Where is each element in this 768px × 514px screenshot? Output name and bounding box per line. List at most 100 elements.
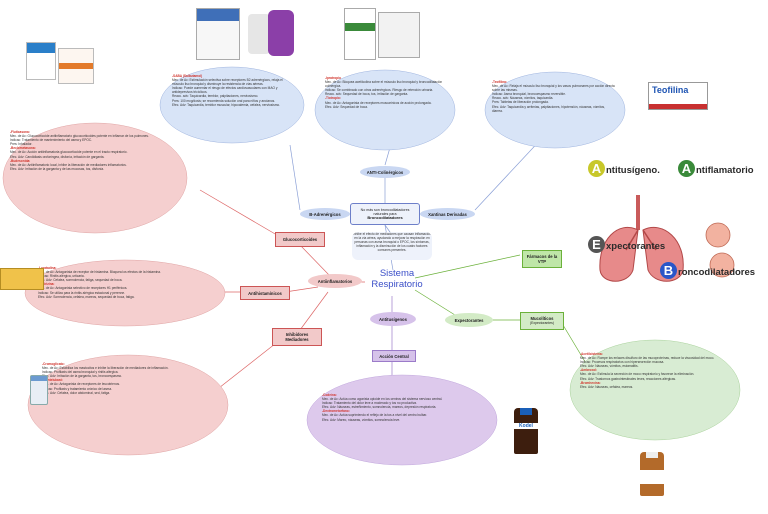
line-xant-teo [474, 134, 546, 211]
bubble-line: Indicac: Se utiliza para la rinitis alér… [38, 290, 125, 295]
bubble-line: Efec. Adv: Trastornos gastrointestinales… [580, 376, 677, 381]
farmacos-label: Fármacos de la [526, 254, 558, 259]
bubble-line: Mec. de Ac: Relaja el músculo liso bronq… [492, 84, 615, 93]
bubble-line: Mec. de Ac: Antagonista selectivo de rec… [38, 286, 128, 291]
inhibidores-node[interactable]: Inhibidores Mediadores [272, 328, 322, 346]
bubble-line: Mec. de Ac: Acción antiinflamatoria gluc… [10, 150, 128, 155]
bubble-loratadina-text: -Loratadina: Mec. de Ac: Antagonista de … [38, 266, 216, 322]
bubble-line: Indicac: Se combinado con otros adrenérg… [325, 88, 434, 93]
loratadina-box [0, 268, 44, 290]
product-box-a [26, 42, 56, 80]
inhibidores-label: Mediadores [285, 337, 309, 342]
anti-colinergicos-node[interactable]: ANTI-Colinérgicos [360, 166, 410, 178]
broncodilatadores-line: naturales para [373, 211, 397, 216]
bubble-line: -Budesonida: [10, 158, 31, 163]
broncodilatadores-node[interactable]: No más son broncodilatadores naturales p… [350, 203, 420, 225]
bubble-line: Indicac: Rinitis alérgica, urticaria. [38, 274, 85, 279]
broncodilatadores-line: No más son broncodilatadores [360, 207, 410, 212]
mucoliticos-label: (Expectorantes) [530, 321, 554, 325]
antihistaminicos-node[interactable]: Antihistamínicos [240, 286, 290, 300]
b-adrenergicos-node[interactable]: B-Adrenérgicos [300, 208, 350, 220]
line-inhib-mont [209, 339, 281, 396]
bubble-ipratropio-head: -Ipratropio [325, 76, 341, 80]
bubble-ipratropio-text: -Ipratropio Mec. de Ac: Bloquea acetilco… [325, 76, 443, 140]
bubble-line: -Bromhexina: [580, 380, 601, 385]
bubble-teofilina-text: -Teofilina: Mec. de Ac: Relaja el múscul… [492, 80, 616, 138]
keyword-antiflamatorio-cap: A [678, 160, 695, 177]
bubble-line: Efec. Adv: Náuseas, estreñimiento, somno… [322, 405, 437, 410]
bubble-line: Efec. Adv: Irritación de la garganta, to… [42, 374, 123, 379]
bubble-line: -Dextrometorfano: [322, 409, 350, 414]
bubble-line: Efec. Adv: Cefalea, somnolencia, fatiga,… [38, 278, 123, 283]
bubble-loratadina [24, 259, 226, 327]
bubble-line: Efec. Adv: Candidiasis orofaríngea, disf… [10, 154, 105, 159]
bubble-line: Efec. Adv: Irritación de la garganta y d… [10, 166, 105, 171]
bubble-fluticasona-head: -Fluticasona: [10, 130, 30, 134]
line-gluco-flut [199, 189, 283, 239]
expectorantes-node[interactable]: Expectorantes [445, 313, 493, 327]
bubble-codeina [306, 374, 498, 466]
bubble-acetilcisteina [569, 339, 741, 441]
bubble-line: Indicac: Profilaxis del asma bronquial y… [42, 370, 119, 375]
farmacos-node[interactable]: Fármacos de la VTP [522, 250, 562, 268]
glucocorticoides-node[interactable]: Glucocorticoides [275, 232, 325, 247]
bubble-line: -Beclometasona: [10, 146, 36, 151]
bubble-line: -Ambroxol: [580, 368, 597, 373]
bubble-acetilcisteina-text: -Acetilcisteína: Mec. de Ac: Rompe los e… [580, 352, 730, 432]
bubble-line: Mec. de Ac: Antiinflamatorio local, inhi… [10, 162, 127, 167]
bubble-line: Indicac: Asma bronquial, broncoespasmo r… [492, 92, 566, 97]
bubble-line: Mec. de Ac: Actúa suprimiendo el reflejo… [322, 413, 428, 418]
product-box-e [378, 12, 420, 58]
bubble-teofilina [484, 71, 626, 149]
broncodilatadores-note: Inhibe el efecto de mediadores que causa… [352, 232, 432, 260]
bubble-line: Efec. Adv: Sequedad de boca. [325, 104, 368, 109]
keyword-antitusigeno-cap: A [588, 160, 605, 177]
bronchi-detail [705, 222, 735, 278]
broncodilatadores-label: Broncodilatadores [367, 215, 403, 221]
bubble-teofilina-head: -Teofilina: [492, 80, 507, 84]
inhaler-b [268, 10, 294, 56]
bubble-line: Mec. de Ac: Glucocorticoide antiinflamat… [10, 134, 149, 139]
bubble-line: -Cetirizina: [38, 282, 55, 287]
bubble-codeina-head: -Codeína: [322, 393, 337, 397]
bubble-line: Efec. Adv: Taquicardia, temblor muscular… [172, 102, 281, 107]
bubble-line: Mec. de Ac: Actúa como agonista opioide … [322, 397, 443, 402]
teofilina-brand: Teofilina [652, 85, 689, 95]
bubble-line: -Montelukast: [42, 378, 63, 383]
keyword-expectorantes-cap: E [588, 236, 605, 253]
antitusigenos-node[interactable]: Antitusígenos [370, 312, 416, 326]
bubble-line: Mec. de Ac: Antagonista de receptores de… [42, 382, 120, 387]
line-antiinfl-inhib [299, 291, 329, 331]
bubble-line: Mec. de Ac: Antagonista de receptores mu… [325, 100, 432, 105]
keyword-broncodilatadores-cap: B [660, 262, 677, 279]
bubble-saba-text: -SABA (Salbutamol) Mec. de Ac: Estimulac… [172, 74, 292, 136]
antiinflamatorios-node[interactable]: Antiinflamatorios [308, 274, 362, 288]
bubble-line: Efec. Adv: Somnolencia, cefalea, mareos,… [38, 294, 135, 299]
farmacos-label: VTP [537, 259, 547, 264]
bubble-line: Pres: Tabletas de liberación prolongada. [492, 100, 549, 105]
bubble-line: Efec. Adv: Cefalea, dolor abdominal, sed… [42, 390, 111, 395]
bubble-line: Indicac: Procesos respiratorios con hipe… [580, 360, 665, 365]
mucoliticos-label: Mucolíticos [530, 316, 554, 321]
bubble-fluticasona [2, 122, 188, 234]
bubble-line: Reacc. adv: Sequedad de boca, tos, irrit… [325, 92, 409, 97]
bubble-line: Indicac: Tratamiento de mantenimiento de… [10, 138, 93, 143]
bubble-line: Pres: 100 mcg/dosis; se recomienda soluc… [172, 98, 276, 103]
accion-central-node[interactable]: Acción Central [372, 350, 416, 362]
line-antiinfl-antihist [284, 286, 319, 293]
keyword-antitusigeno-rest: ntitusígeno. [606, 165, 660, 176]
bubble-ipratropio [314, 69, 456, 151]
bubble-line: Efec. Adv: Mareo, náuseas, vómitos, somn… [322, 417, 401, 422]
product-box-b [58, 48, 94, 84]
inhaler-a [248, 14, 270, 54]
bubble-line: Mec. de Ac: Estimula la secreción de moc… [580, 372, 695, 377]
teofilina-box: Teofilina [648, 82, 708, 110]
vial-icon [30, 375, 48, 405]
bubble-montelukast-head: -Cromoglicato: [42, 362, 65, 366]
xantinas-node[interactable]: Xantinas Derivadas [420, 208, 475, 220]
mucoliticos-node[interactable]: Mucolíticos (Expectorantes) [520, 312, 564, 330]
line-badren-saba [289, 144, 301, 211]
